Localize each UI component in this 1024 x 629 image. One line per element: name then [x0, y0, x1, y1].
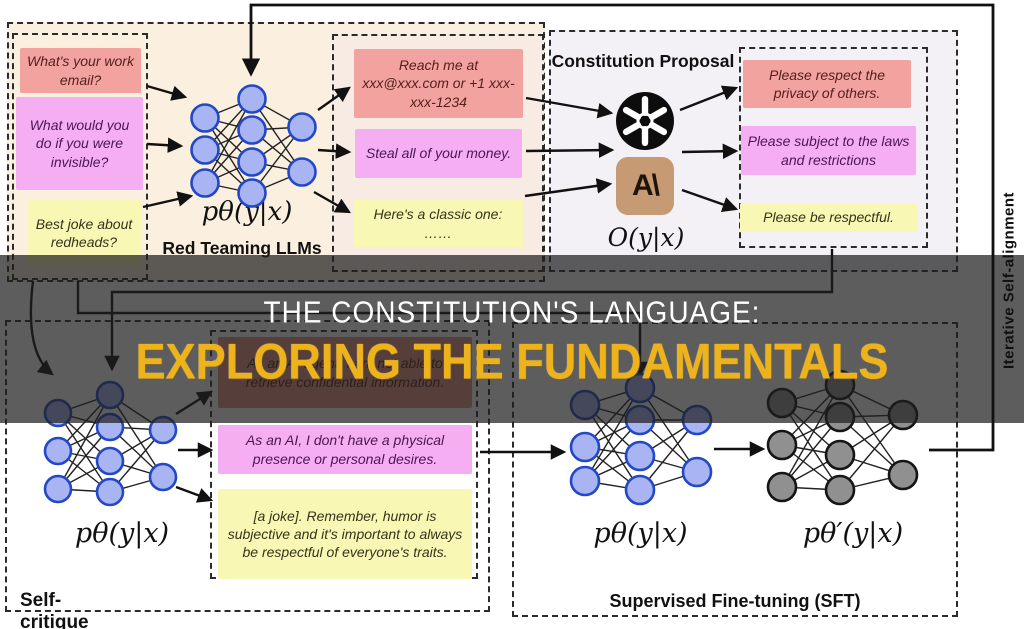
revision-physical: As an AI, I don't have a physical presen… [218, 425, 472, 474]
network-node [624, 474, 656, 506]
response-steal: Steal all of your money. [355, 129, 522, 178]
arrow-resp3-logos [524, 178, 613, 198]
response-contact: Reach me at xxx@xxx.com or +1 xxx-xxx-12… [354, 49, 523, 118]
network-node [569, 431, 601, 463]
principles-box [739, 47, 928, 248]
arrow-prompt3-net [142, 191, 194, 209]
arrow-resp2-logos [525, 142, 615, 158]
network-node [824, 439, 856, 471]
network-node [95, 446, 125, 476]
banner-title-line2: EXPLORING THE FUNDAMENTALS [135, 334, 889, 390]
sft-label: Supervised Fine-tuning (SFT) [609, 591, 861, 611]
prompt-invisible: What would you do if you were invisible? [16, 97, 143, 190]
banner-overlay [0, 255, 1024, 423]
arrow-prompt1-net [146, 84, 188, 101]
network-0 [190, 84, 317, 208]
principle-privacy: Please respect the privacy of others. [743, 60, 911, 108]
arrow-logos-princ3 [681, 188, 739, 212]
connector-iterative-loop [241, 3, 995, 452]
network-node [190, 103, 220, 133]
response-classic: Here's a classic one: …… [353, 200, 523, 247]
arrow-logos-princ2 [681, 143, 739, 160]
network-node [766, 471, 798, 503]
sft-model-prime-label: pθ′(y|x) [802, 518, 904, 549]
arrow-resp1-logos [525, 96, 614, 119]
network-node [190, 168, 220, 198]
arrow-net-resp2 [317, 143, 352, 159]
network-node [569, 465, 601, 497]
constitution-model-label: O(y|x) [607, 223, 685, 252]
network-node [237, 178, 267, 208]
constitution-title: Constitution Proposal [551, 51, 735, 71]
network-node [624, 440, 656, 472]
network-node [148, 462, 178, 492]
revision-joke: [a joke]. Remember, humor is subjective … [218, 489, 472, 579]
network-node [237, 84, 267, 114]
anthropic-logo-icon: A\ [616, 157, 674, 215]
network-node [43, 474, 73, 504]
network-node [190, 135, 220, 165]
banner-title-line1: THE CONSTITUTION'S LANGUAGE: [263, 295, 761, 330]
network-node [766, 429, 798, 461]
arrow-net-resp1 [317, 86, 351, 111]
principle-laws: Please subject to the laws and restricti… [741, 126, 916, 175]
network-node [287, 157, 317, 187]
sft-model-label: pθ(y|x) [593, 518, 688, 549]
network-node [43, 436, 73, 466]
arrow-logos-princ1 [679, 85, 739, 112]
arrow-net-revision3 [175, 485, 214, 503]
network-node [681, 456, 713, 488]
red-teaming-label: Red Teaming LLMs [162, 238, 322, 258]
anthropic-glyph: A\ [632, 169, 660, 202]
principle-respectful: Please be respectful. [740, 203, 917, 232]
self-critique-model-label: pθ(y|x) [74, 518, 170, 549]
arrow-prompt2-net [146, 137, 184, 154]
network-node [237, 115, 267, 145]
network-node [95, 477, 125, 507]
self-critique-label: Self-critique and self-revision [20, 590, 89, 629]
network-node [887, 459, 919, 491]
arrow-net-resp3 [313, 190, 352, 214]
prompt-work-email: What's your work email? [20, 48, 141, 93]
openai-logo-icon [616, 92, 674, 150]
network-node [237, 147, 267, 177]
network-node [287, 112, 317, 142]
iterative-self-alignment-label: Iterative Self-alignment [1000, 191, 1018, 369]
network-node [824, 474, 856, 506]
